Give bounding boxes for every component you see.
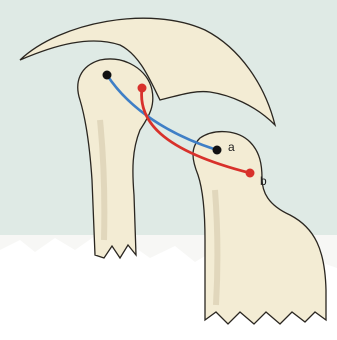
label-b: b	[260, 174, 267, 188]
red-point-left	[138, 84, 147, 93]
black-point-left	[103, 71, 112, 80]
right-bone-shading	[215, 190, 217, 305]
label-a: a	[228, 140, 235, 154]
red-point-b	[246, 169, 255, 178]
black-point-a	[213, 146, 222, 155]
